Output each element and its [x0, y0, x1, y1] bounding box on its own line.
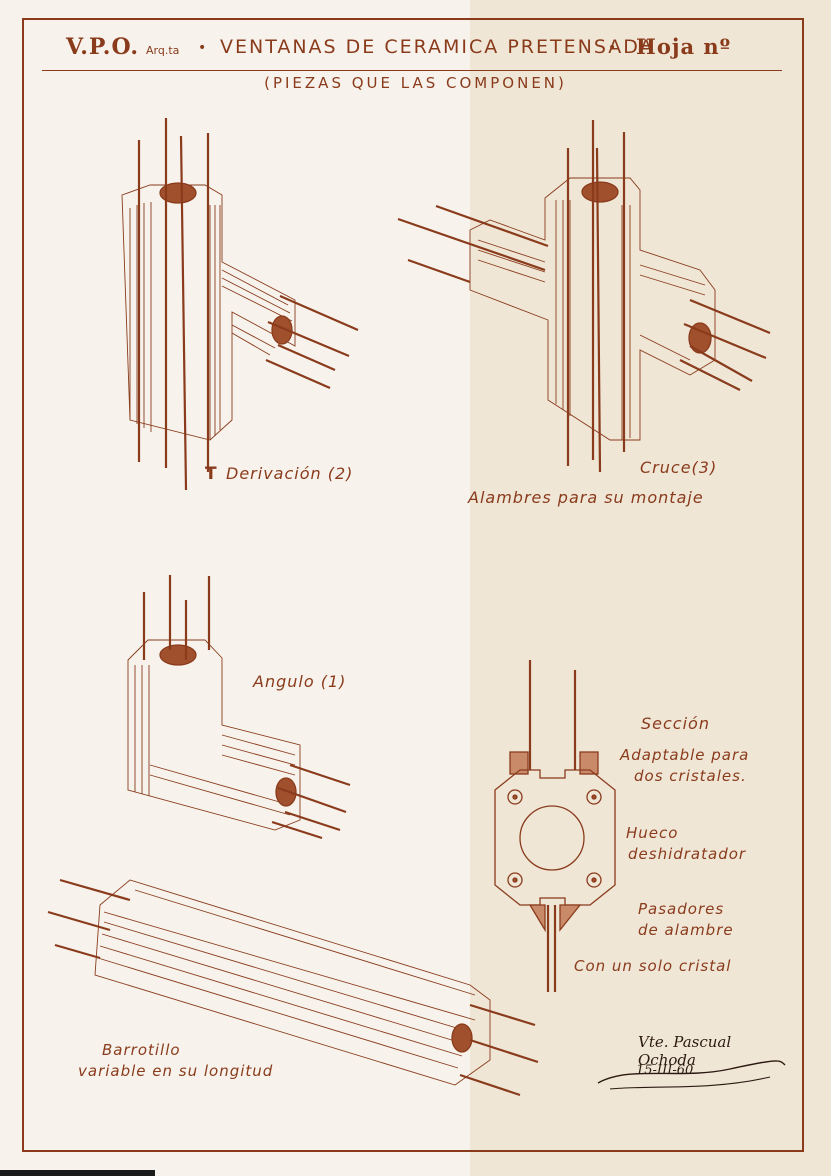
section-detail: [494, 660, 616, 992]
derivation-label: Derivación (2): [226, 464, 354, 483]
t-derivation-piece: [121, 118, 359, 491]
bar-piece: [47, 878, 539, 1097]
bar-length-note: variable en su longitud: [78, 1062, 274, 1080]
section-note-adaptable: Adaptable para: [620, 746, 750, 764]
scan-edge: [0, 1170, 155, 1176]
title-block: V.P.O. Arq.ta • VENTANAS DE CERAMICA PRE…: [42, 30, 782, 71]
bar-label: Barrotillo: [102, 1041, 181, 1059]
bullet-separator: •: [608, 40, 617, 56]
sheet-title: VENTANAS DE CERAMICA PRETENSADA: [220, 36, 655, 58]
paper-background: [470, 0, 831, 1176]
angle-label: Angulo (1): [253, 672, 347, 691]
section-note-wire: de alambre: [638, 921, 734, 939]
section-note-pins: Pasadores: [638, 900, 725, 918]
arq-label: Arq.ta: [146, 44, 180, 57]
wires-note: Alambres para su montaje: [468, 488, 704, 507]
sheet-number: Hoja nº: [636, 34, 732, 59]
signature: Vte. Pascual Ochoda 15-III-60: [590, 1025, 790, 1100]
cross-label: Cruce(3): [640, 458, 718, 477]
section-note-dehydrator: deshidratador: [628, 845, 747, 863]
cross-piece: [397, 120, 771, 473]
signature-date: 15-III-60: [636, 1063, 694, 1078]
angle-piece: [127, 575, 351, 840]
bullet-separator: •: [198, 40, 207, 56]
vpo-code: V.P.O.: [66, 34, 139, 60]
signature-flourish: [597, 1060, 786, 1090]
sheet-frame: [22, 18, 804, 1152]
section-note-hollow: Hueco: [626, 824, 679, 842]
section-note-single-pane: Con un solo cristal: [574, 957, 732, 975]
signature-name: Vte. Pascual Ochoda: [638, 1033, 732, 1069]
page-subtitle: (PIEZAS QUE LAS COMPONEN): [264, 74, 567, 92]
section-note-two-panes: dos cristales.: [634, 767, 747, 785]
t-mark: T: [205, 464, 218, 484]
section-title: Sección: [641, 714, 710, 733]
